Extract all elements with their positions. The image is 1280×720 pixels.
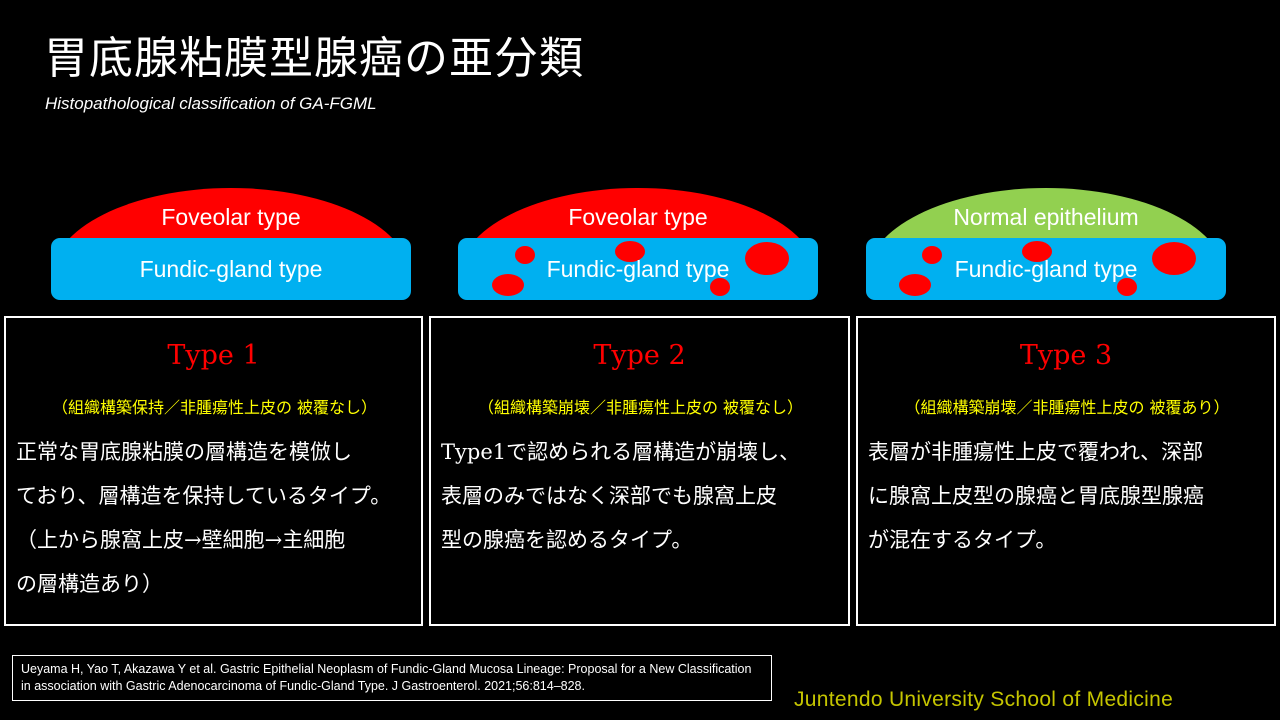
tumor-spot bbox=[922, 246, 942, 264]
diagram-type-3: Normal epithelium Fundic-gland type bbox=[866, 188, 1226, 302]
type-3-subtitle: （組織構築崩壊／非腫瘍性上皮の 被覆あり） bbox=[904, 398, 1230, 417]
tumor-spot bbox=[1152, 242, 1196, 275]
diagram-type-1: Foveolar type Fundic-gland type bbox=[51, 188, 411, 302]
fundic-gland-label: Fundic-gland type bbox=[954, 256, 1138, 282]
desc-line: 正常な胃底腺粘膜の層構造を模倣し bbox=[16, 440, 352, 464]
desc-line: ており、層構造を保持しているタイプ。 bbox=[16, 484, 392, 508]
type-2-title: Type 2 bbox=[593, 340, 686, 371]
reference-citation: Ueyama H, Yao T, Akazawa Y et al. Gastri… bbox=[12, 655, 772, 701]
desc-line: 型の腺癌を認めるタイプ。 bbox=[441, 528, 693, 552]
type-1-description: 正常な胃底腺粘膜の層構造を模倣し ており、層構造を保持しているタイプ。 （上から… bbox=[16, 430, 413, 606]
normal-epithelium-label: Normal epithelium bbox=[953, 204, 1139, 230]
type-2-box: Type 2 （組織構築崩壊／非腫瘍性上皮の 被覆なし） Type1で認められる… bbox=[429, 316, 850, 626]
desc-line: に腺窩上皮型の腺癌と胃底腺型腺癌 bbox=[868, 484, 1204, 508]
type-3-description: 表層が非腫瘍性上皮で覆われ、深部 に腺窩上皮型の腺癌と胃底腺型腺癌 が混在するタ… bbox=[868, 430, 1266, 562]
desc-line: （上から腺窩上皮→壁細胞→主細胞 bbox=[16, 528, 346, 552]
desc-line: Type1で認められる層構造が崩壊し、 bbox=[441, 440, 801, 464]
type-1-subtitle: （組織構築保持／非腫瘍性上皮の 被覆なし） bbox=[51, 398, 378, 417]
tumor-spot bbox=[899, 274, 931, 296]
tumor-spot bbox=[492, 274, 524, 296]
type-1-box: Type 1 （組織構築保持／非腫瘍性上皮の 被覆なし） 正常な胃底腺粘膜の層構… bbox=[4, 316, 423, 626]
desc-line: 表層が非腫瘍性上皮で覆われ、深部 bbox=[868, 440, 1204, 464]
desc-line: が混在するタイプ。 bbox=[868, 528, 1057, 552]
institution-footer: Juntendo University School of Medicine bbox=[794, 688, 1174, 711]
type-2-description: Type1で認められる層構造が崩壊し、 表層のみではなく深部でも腺窩上皮 型の腺… bbox=[441, 430, 840, 562]
type-2-subtitle: （組織構築崩壊／非腫瘍性上皮の 被覆なし） bbox=[477, 398, 804, 417]
type-3-title: Type 3 bbox=[1019, 340, 1113, 371]
type-1-title: Type 1 bbox=[167, 340, 260, 371]
foveolar-label: Foveolar type bbox=[568, 204, 708, 230]
foveolar-label: Foveolar type bbox=[161, 204, 301, 230]
tumor-spot bbox=[515, 246, 535, 264]
reference-line: in association with Gastric Adenocarcino… bbox=[21, 679, 585, 693]
fundic-gland-label: Fundic-gland type bbox=[546, 256, 730, 282]
tumor-spot bbox=[745, 242, 789, 275]
fundic-gland-layer bbox=[51, 238, 411, 300]
tumor-spot bbox=[710, 278, 730, 296]
fundic-gland-label: Fundic-gland type bbox=[139, 256, 323, 282]
type-3-box: Type 3 （組織構築崩壊／非腫瘍性上皮の 被覆あり） 表層が非腫瘍性上皮で覆… bbox=[856, 316, 1276, 626]
tumor-spot bbox=[1022, 241, 1052, 262]
page-subtitle: Histopathological classification of GA-F… bbox=[45, 94, 377, 113]
tumor-spot bbox=[615, 241, 645, 262]
page-title: 胃底腺粘膜型腺癌の亜分類 bbox=[44, 33, 584, 84]
diagram-type-2: Foveolar type Fundic-gland type bbox=[458, 188, 818, 302]
reference-line: Ueyama H, Yao T, Akazawa Y et al. Gastri… bbox=[21, 662, 752, 676]
tumor-spot bbox=[1117, 278, 1137, 296]
desc-line: 表層のみではなく深部でも腺窩上皮 bbox=[441, 484, 777, 508]
desc-line: の層構造あり） bbox=[16, 572, 163, 596]
